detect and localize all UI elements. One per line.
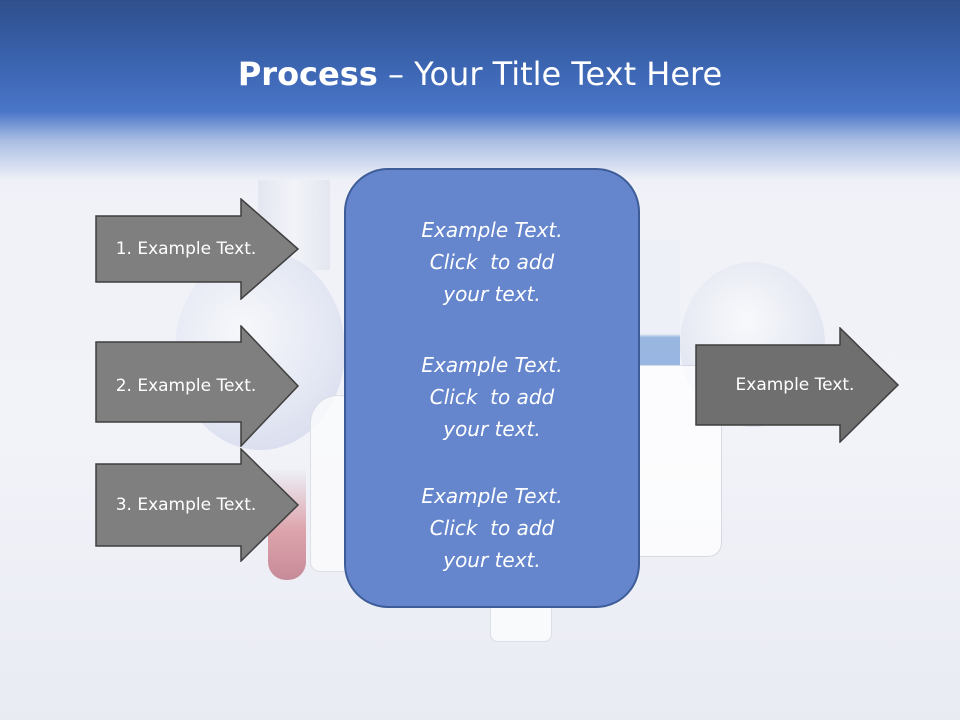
title-band bbox=[0, 0, 960, 180]
center-text-block-2: Example Text. Click to add your text. bbox=[346, 349, 638, 445]
center-text-line: Click to add bbox=[429, 250, 555, 274]
center-text-line: Click to add bbox=[429, 516, 555, 540]
slide-title-bold: Process bbox=[237, 55, 378, 93]
center-text-line: your text. bbox=[443, 417, 541, 441]
center-text-line: Example Text. bbox=[421, 484, 563, 508]
left-arrow-1-label: 1. Example Text. bbox=[115, 239, 257, 259]
right-arrow-shape-icon bbox=[695, 327, 900, 443]
center-text-line: Example Text. bbox=[421, 218, 563, 242]
left-arrow-3-label: 3. Example Text. bbox=[115, 495, 257, 515]
center-text-line: your text. bbox=[443, 282, 541, 306]
right-arrow-shape-icon bbox=[95, 325, 300, 447]
center-text-block-3: Example Text. Click to add your text. bbox=[346, 480, 638, 576]
right-arrow-shape-icon bbox=[95, 448, 300, 562]
center-text-line: your text. bbox=[443, 548, 541, 572]
center-text-line: Example Text. bbox=[421, 353, 563, 377]
center-text-block-1: Example Text. Click to add your text. bbox=[346, 214, 638, 310]
left-arrow-1[interactable]: 1. Example Text. bbox=[95, 198, 300, 300]
right-output-arrow[interactable]: Example Text. bbox=[695, 327, 900, 443]
slide-title-rest: – Your Title Text Here bbox=[377, 55, 723, 93]
right-arrow-shape-icon bbox=[95, 198, 300, 300]
left-arrow-3[interactable]: 3. Example Text. bbox=[95, 448, 300, 562]
slide-title[interactable]: Process – Your Title Text Here bbox=[0, 52, 960, 96]
right-output-arrow-label: Example Text. bbox=[735, 375, 855, 395]
center-text-box[interactable]: Example Text. Click to add your text. Ex… bbox=[344, 168, 640, 608]
left-arrow-2-label: 2. Example Text. bbox=[115, 376, 257, 396]
center-text-line: Click to add bbox=[429, 385, 555, 409]
left-arrow-2[interactable]: 2. Example Text. bbox=[95, 325, 300, 447]
beaker-decoration bbox=[640, 240, 680, 365]
